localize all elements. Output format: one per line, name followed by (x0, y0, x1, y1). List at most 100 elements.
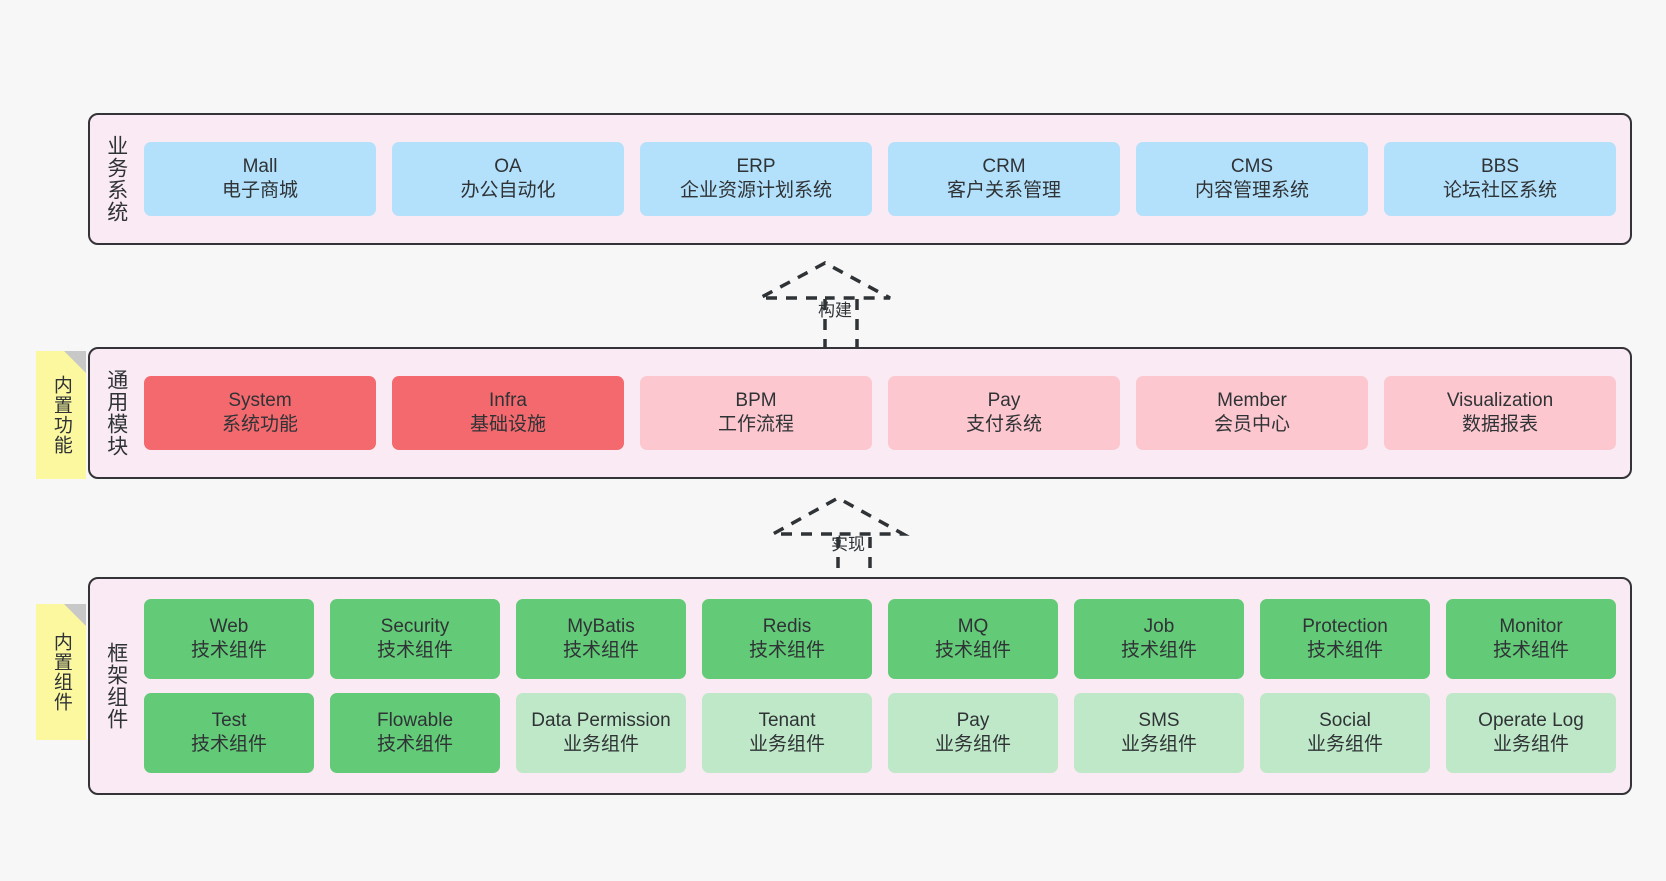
component-name: MyBatis (567, 616, 635, 638)
module-card-cms[interactable]: CMS 内容管理系统 (1136, 142, 1368, 216)
module-card-erp[interactable]: ERP 企业资源计划系统 (640, 142, 872, 216)
component-subtitle: 技术组件 (934, 640, 1011, 661)
module-subtitle: 支付系统 (965, 414, 1042, 435)
component-subtitle: 技术组件 (748, 640, 825, 661)
component-card-protection[interactable]: Protection 技术组件 (1260, 599, 1430, 679)
module-name: Member (1217, 390, 1287, 412)
module-subtitle: 电子商城 (221, 180, 298, 201)
component-subtitle: 技术组件 (190, 734, 267, 755)
layer-title-framework: 框架组件 (104, 642, 128, 730)
module-name: Pay (987, 390, 1021, 412)
component-card-monitor[interactable]: Monitor 技术组件 (1446, 599, 1616, 679)
module-name: ERP (736, 156, 776, 178)
module-subtitle: 基础设施 (469, 414, 546, 435)
component-subtitle: 技术组件 (376, 734, 453, 755)
module-name: CMS (1230, 156, 1274, 178)
layer-title-common: 通用模块 (104, 369, 128, 457)
module-subtitle: 办公自动化 (460, 180, 556, 201)
component-name: Flowable (376, 710, 454, 732)
module-card-mall[interactable]: Mall 电子商城 (144, 142, 376, 216)
component-subtitle: 技术组件 (190, 640, 267, 661)
connector-label-implement: 实现 (831, 535, 865, 554)
component-card-security[interactable]: Security 技术组件 (330, 599, 500, 679)
component-card-tenant[interactable]: Tenant 业务组件 (702, 693, 872, 773)
module-name: BPM (735, 390, 777, 412)
component-card-flowable[interactable]: Flowable 技术组件 (330, 693, 500, 773)
dashed-generalization-arrow-icon (759, 261, 891, 350)
component-name: Redis (762, 616, 812, 638)
component-subtitle: 业务组件 (1306, 734, 1383, 755)
module-subtitle: 工作流程 (717, 414, 794, 435)
component-name: Operate Log (1478, 710, 1584, 732)
module-card-visualization[interactable]: Visualization 数据报表 (1384, 376, 1616, 450)
component-card-job[interactable]: Job 技术组件 (1074, 599, 1244, 679)
component-card-social[interactable]: Social 业务组件 (1260, 693, 1430, 773)
connector-build: 构建 (735, 258, 935, 354)
component-name: Tenant (758, 710, 816, 732)
component-name: Job (1143, 616, 1175, 638)
layer-row: Test 技术组件 Flowable 技术组件 Data Permission … (144, 693, 1616, 773)
module-card-bbs[interactable]: BBS 论坛社区系统 (1384, 142, 1616, 216)
module-name: Visualization (1446, 390, 1554, 412)
layer-title-business: 业务系统 (104, 135, 128, 223)
component-card-pay[interactable]: Pay 业务组件 (888, 693, 1058, 773)
component-card-sms[interactable]: SMS 业务组件 (1074, 693, 1244, 773)
component-subtitle: 业务组件 (934, 734, 1011, 755)
layer-body-common: System 系统功能 Infra 基础设施 BPM 工作流程 Pay 支付系统… (138, 349, 1630, 477)
component-subtitle: 技术组件 (1492, 640, 1569, 661)
module-card-infra[interactable]: Infra 基础设施 (392, 376, 624, 450)
layer-row: Mall 电子商城 OA 办公自动化 ERP 企业资源计划系统 CRM 客户关系… (144, 142, 1616, 216)
module-subtitle: 企业资源计划系统 (679, 180, 832, 201)
component-subtitle: 技术组件 (376, 640, 453, 661)
layer-business-system[interactable]: 业务系统 Mall 电子商城 OA 办公自动化 ERP 企业资源计划系统 CRM… (88, 113, 1632, 245)
component-subtitle: 业务组件 (748, 734, 825, 755)
connector-label-build: 构建 (818, 301, 852, 320)
component-name: Data Permission (531, 710, 671, 732)
module-name: System (228, 390, 292, 412)
component-name: Web (209, 616, 249, 638)
module-subtitle: 客户关系管理 (946, 180, 1061, 201)
note-builtin-components: 内置组件 (36, 604, 86, 740)
component-subtitle: 业务组件 (562, 734, 639, 755)
component-name: Social (1319, 710, 1371, 732)
component-name: Test (211, 710, 247, 732)
module-subtitle: 内容管理系统 (1194, 180, 1309, 201)
component-card-test[interactable]: Test 技术组件 (144, 693, 314, 773)
module-card-bpm[interactable]: BPM 工作流程 (640, 376, 872, 450)
module-card-member[interactable]: Member 会员中心 (1136, 376, 1368, 450)
note-builtin-functions: 内置功能 (36, 351, 86, 479)
component-card-data-permission[interactable]: Data Permission 业务组件 (516, 693, 686, 773)
component-card-redis[interactable]: Redis 技术组件 (702, 599, 872, 679)
component-card-mybatis[interactable]: MyBatis 技术组件 (516, 599, 686, 679)
module-subtitle: 会员中心 (1213, 414, 1290, 435)
component-card-mq[interactable]: MQ 技术组件 (888, 599, 1058, 679)
component-subtitle: 技术组件 (1306, 640, 1383, 661)
module-name: CRM (982, 156, 1026, 178)
component-name: Monitor (1499, 616, 1563, 638)
module-name: Mall (242, 156, 278, 178)
component-name: Pay (956, 710, 990, 732)
module-card-crm[interactable]: CRM 客户关系管理 (888, 142, 1120, 216)
module-card-pay[interactable]: Pay 支付系统 (888, 376, 1120, 450)
component-subtitle: 业务组件 (1120, 734, 1197, 755)
module-subtitle: 系统功能 (221, 414, 298, 435)
module-subtitle: 论坛社区系统 (1442, 180, 1557, 201)
module-card-system[interactable]: System 系统功能 (144, 376, 376, 450)
component-name: Security (380, 616, 450, 638)
component-card-operate-log[interactable]: Operate Log 业务组件 (1446, 693, 1616, 773)
layer-row: Web 技术组件 Security 技术组件 MyBatis 技术组件 Redi… (144, 599, 1616, 679)
component-subtitle: 业务组件 (1492, 734, 1569, 755)
component-card-web[interactable]: Web 技术组件 (144, 599, 314, 679)
layer-body-framework: Web 技术组件 Security 技术组件 MyBatis 技术组件 Redi… (138, 579, 1630, 793)
connector-implement: 实现 (748, 492, 948, 588)
module-name: OA (494, 156, 522, 178)
component-name: SMS (1138, 710, 1180, 732)
module-name: BBS (1480, 156, 1520, 178)
module-card-oa[interactable]: OA 办公自动化 (392, 142, 624, 216)
component-subtitle: 技术组件 (562, 640, 639, 661)
layer-common-module[interactable]: 通用模块 System 系统功能 Infra 基础设施 BPM 工作流程 Pay… (88, 347, 1632, 479)
layer-row: System 系统功能 Infra 基础设施 BPM 工作流程 Pay 支付系统… (144, 376, 1616, 450)
component-name: MQ (957, 616, 989, 638)
layer-framework-component[interactable]: 框架组件 Web 技术组件 Security 技术组件 MyBatis 技术组件… (88, 577, 1632, 795)
